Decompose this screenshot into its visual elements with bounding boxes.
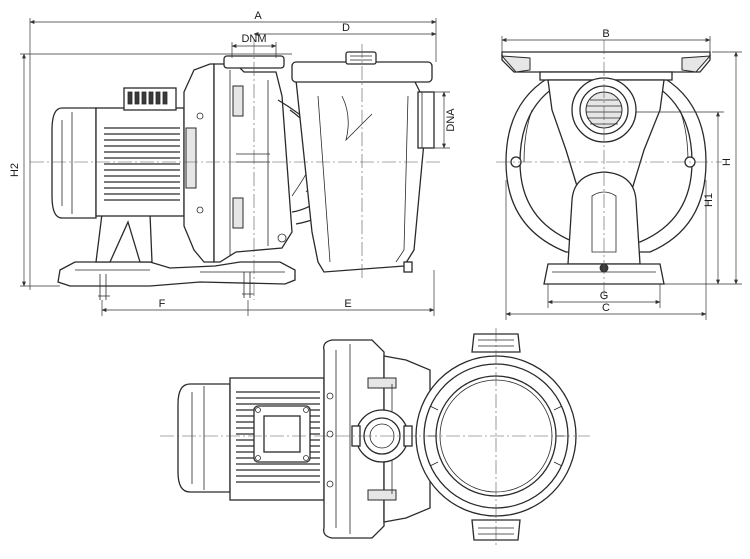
top-view	[160, 328, 590, 548]
discharge-nozzle	[417, 91, 435, 149]
top-lid-lug-top	[471, 333, 521, 353]
pump-base	[57, 261, 296, 287]
dim-label-C: C	[602, 302, 610, 314]
dim-label-H1: H1	[703, 193, 715, 207]
dim-label-D: D	[342, 22, 350, 34]
dim-label-DNA: DNA	[445, 108, 457, 132]
front-view-dimensions: B H H1 G C	[501, 28, 742, 320]
lid-handle	[345, 51, 377, 65]
dim-label-H: H	[721, 158, 733, 166]
dim-label-H2: H2	[9, 163, 21, 177]
side-view	[30, 40, 440, 300]
motor-support	[95, 213, 153, 263]
dim-label-G: G	[600, 290, 609, 302]
dim-label-DNM: DNM	[241, 33, 266, 45]
front-view	[496, 40, 722, 300]
dim-label-A: A	[254, 10, 262, 22]
motor-cooling-fins	[104, 127, 180, 201]
strainer-housing	[295, 79, 425, 273]
dim-label-B: B	[602, 28, 609, 40]
motor-end-cap	[51, 107, 97, 219]
side-view-dimensions: A D DNM DNA H2 F E	[9, 10, 457, 316]
drain-plug	[403, 261, 413, 273]
front-lid	[501, 51, 711, 73]
dim-label-F: F	[159, 298, 166, 310]
dim-label-E: E	[344, 298, 351, 310]
pump-volute	[213, 63, 293, 263]
